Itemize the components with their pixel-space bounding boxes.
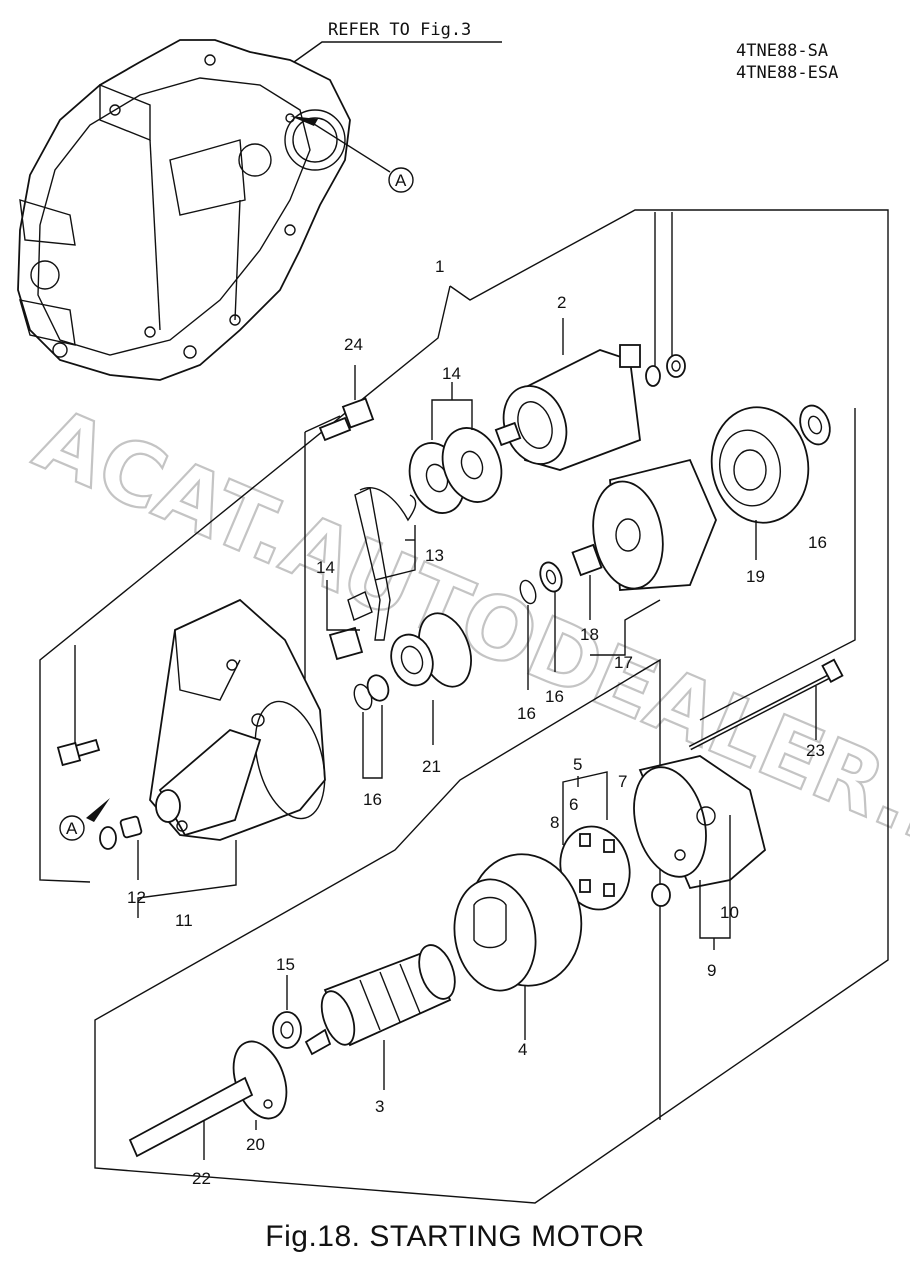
part-15-gear xyxy=(272,975,302,1049)
part-2-solenoid xyxy=(494,318,686,471)
callout-1: 1 xyxy=(435,257,444,276)
part-9-rear-cover xyxy=(633,755,767,950)
callout-16-right: 16 xyxy=(808,533,827,552)
callout-16-mid: 16 xyxy=(545,687,564,706)
part-24-bolt xyxy=(318,365,375,442)
svg-text:A: A xyxy=(66,819,78,838)
callout-20: 20 xyxy=(246,1135,265,1154)
ref-marker-a-top: A xyxy=(388,167,414,193)
part-16-washer-center xyxy=(539,561,563,672)
part-16-snap-ring-left xyxy=(353,674,390,779)
callout-4: 4 xyxy=(518,1040,527,1059)
part-11-leader xyxy=(137,840,237,918)
ref-pointer-a-top xyxy=(290,116,318,126)
callout-15: 15 xyxy=(276,955,295,974)
part-23-through-bolt xyxy=(688,658,844,751)
part-17-housing xyxy=(590,458,717,656)
callout-24: 24 xyxy=(344,335,363,354)
svg-text:A: A xyxy=(395,171,407,190)
callout-3: 3 xyxy=(375,1097,384,1116)
callout-16-center: 16 xyxy=(517,704,536,723)
part-22-shaft xyxy=(128,1076,254,1160)
model-code-2: 4TNE88-ESA xyxy=(736,63,838,83)
callout-6: 6 xyxy=(569,795,578,814)
assembly-bracket-left xyxy=(39,285,451,883)
assembly-bracket-right xyxy=(94,209,889,1204)
part-21-pinion xyxy=(390,612,472,745)
refer-note: REFER TO Fig.3 xyxy=(293,20,502,63)
part-14-brush xyxy=(326,580,364,661)
callout-23: 23 xyxy=(806,741,825,760)
callout-10: 10 xyxy=(720,903,739,922)
callout-8: 8 xyxy=(550,813,559,832)
callout-18: 18 xyxy=(580,625,599,644)
callout-13: 13 xyxy=(425,546,444,565)
callout-22: 22 xyxy=(192,1169,211,1188)
part-14-plates xyxy=(408,382,503,514)
part-4-yoke xyxy=(453,853,583,1040)
callout-21: 21 xyxy=(422,757,441,776)
callout-2: 2 xyxy=(557,293,566,312)
callout-14-upper: 14 xyxy=(442,364,461,383)
figure-caption: Fig.18. STARTING MOTOR xyxy=(265,1220,645,1253)
part-12-bushing xyxy=(119,815,143,880)
part-3-armature xyxy=(304,944,456,1090)
part-13-levers xyxy=(347,486,417,641)
callout-17: 17 xyxy=(614,653,633,672)
part-11-front-bracket xyxy=(149,598,326,841)
refer-leader-line xyxy=(293,41,502,63)
part-16-clip-center xyxy=(519,579,537,605)
flywheel-housing xyxy=(17,39,391,381)
part-16-washer-right xyxy=(799,404,831,446)
callout-14-lower: 14 xyxy=(316,558,335,577)
refer-text: REFER TO Fig.3 xyxy=(328,20,471,40)
callout-19: 19 xyxy=(746,567,765,586)
callout-12: 12 xyxy=(127,888,146,907)
callout-7: 7 xyxy=(618,772,627,791)
mounting-bolt-left xyxy=(56,738,101,767)
part-19-bearing xyxy=(710,406,810,560)
callout-9: 9 xyxy=(707,961,716,980)
callout-5: 5 xyxy=(573,755,582,774)
callout-labels: 1 2 3 4 5 6 7 8 9 10 11 12 13 14 14 15 1… xyxy=(127,257,827,1188)
callout-16-left: 16 xyxy=(363,790,382,809)
part-18-bushing xyxy=(571,543,603,620)
ref-marker-a-bottom: A xyxy=(59,798,110,841)
callout-11: 11 xyxy=(175,911,193,930)
ref-ring-a xyxy=(99,826,117,850)
model-code-1: 4TNE88-SA xyxy=(736,41,828,61)
